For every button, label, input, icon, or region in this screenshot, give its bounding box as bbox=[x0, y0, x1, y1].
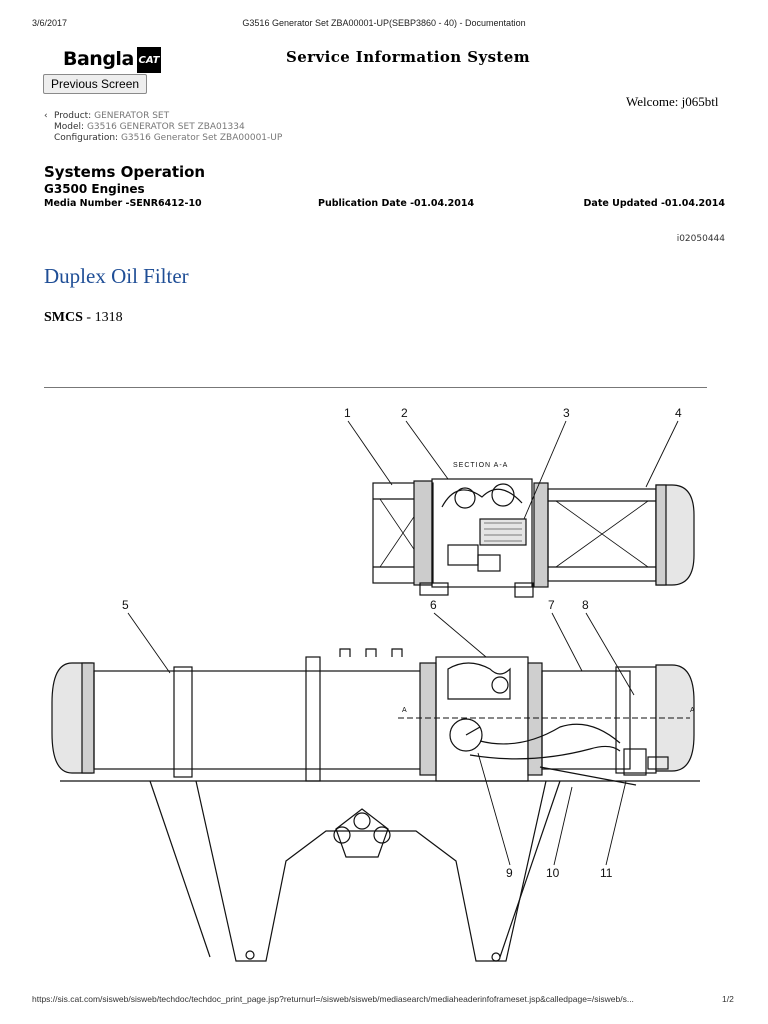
callout-6: 6 bbox=[430, 598, 437, 612]
context-product-row: ‹Product: GENERATOR SET bbox=[44, 111, 170, 121]
callout-11: 11 bbox=[600, 866, 613, 880]
callout-9: 9 bbox=[506, 866, 513, 880]
chevron-left-icon[interactable]: ‹ bbox=[44, 111, 48, 121]
previous-screen-button[interactable]: Previous Screen bbox=[43, 74, 148, 94]
print-title: G3516 Generator Set ZBA00001-UP(SEBP3860… bbox=[242, 18, 526, 28]
welcome-text: Welcome: j065btl bbox=[626, 94, 719, 109]
callout-4: 4 bbox=[675, 406, 682, 420]
cat-logo: CAT bbox=[137, 47, 161, 73]
callout-labels: 1 2 3 4 5 6 7 8 9 10 11 bbox=[122, 406, 682, 880]
callouts bbox=[127, 420, 679, 866]
callout-8: 8 bbox=[582, 598, 589, 612]
page-url: https://sis.cat.com/sisweb/sisweb/techdo… bbox=[32, 994, 634, 1004]
duplex-oil-filter-illustration: SECTION A-A bbox=[51, 406, 700, 962]
dealer-logo-text: Bangla bbox=[63, 48, 134, 70]
system-title: Service Information System bbox=[286, 48, 530, 66]
callout-5: 5 bbox=[122, 598, 129, 612]
smcs-code: SMCS - 1318 bbox=[44, 310, 123, 325]
callout-7: 7 bbox=[548, 598, 555, 612]
context-config-row: Configuration: G3516 Generator Set ZBA00… bbox=[54, 133, 283, 143]
callout-10: 10 bbox=[546, 866, 560, 880]
section-marker-right: A bbox=[690, 707, 695, 714]
document-id: i02050444 bbox=[676, 234, 725, 244]
engine-family: G3500 Engines bbox=[44, 182, 145, 196]
section-view: SECTION A-A bbox=[372, 462, 695, 598]
publication-date: Publication Date -01.04.2014 bbox=[318, 198, 475, 209]
section-label: SECTION A-A bbox=[453, 462, 508, 469]
context-model-row: Model: G3516 GENERATOR SET ZBA01334 bbox=[54, 122, 245, 132]
print-date: 3/6/2017 bbox=[32, 18, 68, 28]
callout-3: 3 bbox=[563, 406, 570, 420]
context-block: ‹Product: GENERATOR SET Model: G3516 GEN… bbox=[44, 111, 282, 144]
callout-2: 2 bbox=[401, 406, 408, 420]
date-updated: Date Updated -01.04.2014 bbox=[583, 198, 725, 209]
callout-1: 1 bbox=[344, 406, 351, 420]
page-title: Duplex Oil Filter bbox=[44, 264, 189, 288]
section-title: Systems Operation bbox=[44, 163, 206, 181]
page-number: 1/2 bbox=[722, 994, 734, 1004]
divider bbox=[44, 387, 707, 388]
media-number: Media Number -SENR6412-10 bbox=[44, 198, 202, 209]
section-marker-left: A bbox=[402, 707, 407, 714]
side-view: A A bbox=[51, 648, 700, 962]
